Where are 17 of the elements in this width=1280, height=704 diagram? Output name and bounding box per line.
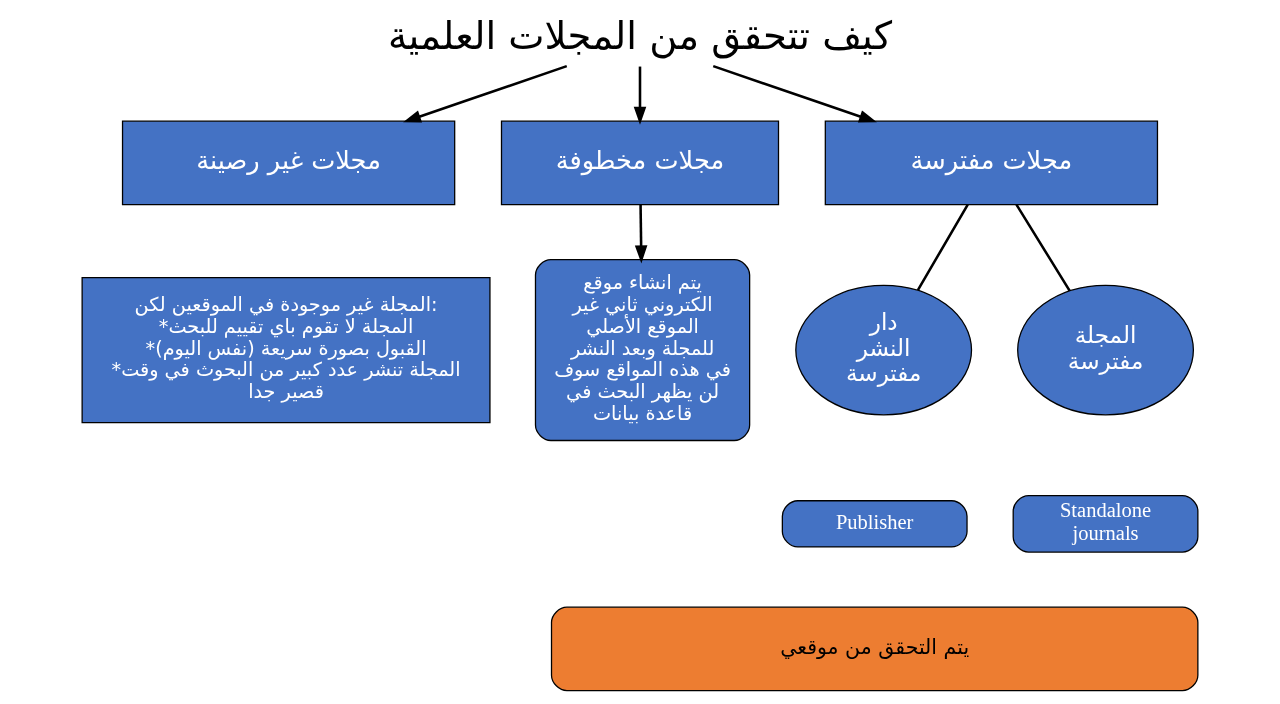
arrow xyxy=(634,204,648,264)
node-box: Publisher xyxy=(781,500,968,548)
node-box: مجلات غير رصينة xyxy=(121,120,456,206)
connector xyxy=(916,204,969,291)
node-box: يتم انشاء موقع الكتروني ثاني غير الموقع الأصلي للمجلة وبعد النشر في هذه المواقع سوف لن يظهر البحث في قاعدة بيانات xyxy=(534,259,751,442)
node-box: Standalone journals xyxy=(1012,495,1199,553)
connector xyxy=(1015,203,1071,292)
node-ellipse: دار النشر مفترسة xyxy=(795,284,973,416)
node-box: مجلات مخطوفة xyxy=(500,120,780,206)
arrow xyxy=(712,64,877,123)
arrow xyxy=(403,64,568,123)
node-box: مجلات مفترسة xyxy=(824,120,1159,206)
node-box: المجلة غير موجودة في الموقعين لكن: *المجلة لا تقوم باي تقييم للبحث *القبول بصورة سريعة (نفس اليوم) *المجلة تنشر عدد كبير من البحوث في وقت قصير جدا xyxy=(81,277,491,424)
node-box: يتم التحقق من موقعي xyxy=(550,606,1199,692)
node-ellipse: المجلة مفترسة xyxy=(1017,284,1195,416)
arrow xyxy=(633,66,647,125)
node-text: كيف تتحقق من المجلات العلمية xyxy=(387,13,893,59)
